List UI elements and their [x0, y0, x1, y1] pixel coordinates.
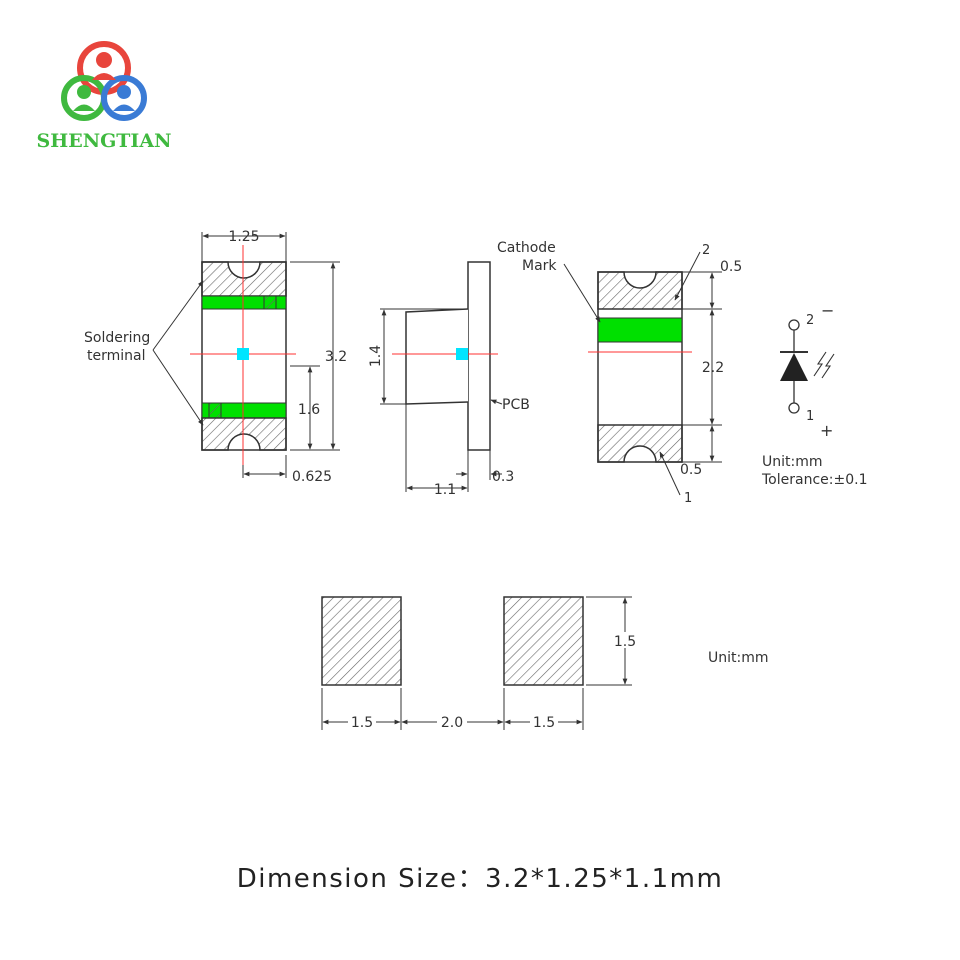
footprint-pad-height: 1.5: [614, 634, 636, 650]
bottom-terminal: [201, 417, 287, 451]
pad-bottom-label: 0.5: [680, 462, 702, 478]
cathode-mark-band: [597, 317, 683, 343]
pin2-label: 2: [702, 243, 710, 258]
pcb-thickness-label: 0.3: [492, 469, 514, 485]
center-mark: [237, 348, 249, 360]
footprint-pad-right-width: 1.5: [533, 715, 555, 731]
pin1-terminal: [788, 402, 800, 414]
diode-icon: [780, 353, 808, 381]
footprint: 1.5 2.0 1.5 1.5 Unit:mm: [321, 596, 769, 731]
logo-blue-circle: [101, 75, 147, 121]
side-height-label: 1.4: [368, 345, 384, 367]
half-height-label: 1.6: [298, 402, 320, 418]
schematic-unit: Unit:mm: [762, 454, 823, 470]
brand-logo: SHENGTIAN: [37, 41, 172, 152]
schematic-pin2: 2: [806, 313, 814, 328]
pcb: [467, 261, 491, 451]
pin1-label: 1: [684, 491, 692, 506]
footprint-pad-left-width: 1.5: [351, 715, 373, 731]
height-label: 3.2: [325, 349, 347, 365]
light-emission-icon: [813, 351, 835, 379]
offset-label: 0.625: [292, 469, 332, 485]
footprint-pad-left: [321, 596, 402, 686]
schematic-pin2-sign: −: [821, 301, 834, 320]
callout-line2: terminal: [87, 348, 145, 364]
top-view: 1.25 3.2 1.6 0.625 Soldering terminal: [84, 229, 347, 485]
bottom-view: Cathode Mark 2 1 0.5 2.2 0.5: [497, 240, 742, 506]
schematic-pin1-sign: +: [820, 421, 833, 440]
pad-top-label: 0.5: [720, 259, 742, 275]
top-terminal: [201, 261, 287, 297]
footprint-gap: 2.0: [441, 715, 463, 731]
pad-2: [597, 271, 683, 310]
cathode-label-2: Mark: [522, 258, 557, 274]
span-label: 2.2: [702, 360, 724, 376]
schematic-tolerance: Tolerance:±0.1: [761, 472, 867, 488]
brand-name: SHENGTIAN: [37, 130, 172, 152]
side-view: 1.4 PCB 1.1 0.3: [368, 261, 530, 498]
cathode-label-1: Cathode: [497, 240, 556, 256]
pcb-label: PCB: [502, 397, 530, 413]
schematic-pin1: 1: [806, 409, 814, 424]
callout-line1: Soldering: [84, 330, 150, 346]
logo-red-person-icon: [96, 52, 112, 68]
logo-green-person-icon: [77, 85, 91, 99]
pin2-terminal: [788, 319, 800, 331]
side-body: [405, 308, 469, 405]
side-center-mark: [456, 348, 468, 360]
led-schematic: 2 − 1 + Unit:mm Tolerance:±0.1: [761, 301, 867, 488]
dimension-caption: Dimension Size：3.2*1.25*1.1mm: [237, 864, 724, 894]
footprint-unit: Unit:mm: [708, 650, 769, 666]
width-label: 1.25: [228, 229, 259, 245]
footprint-pad-right: [503, 596, 584, 686]
logo-blue-person-icon: [117, 85, 131, 99]
depth-label: 1.1: [434, 482, 456, 498]
